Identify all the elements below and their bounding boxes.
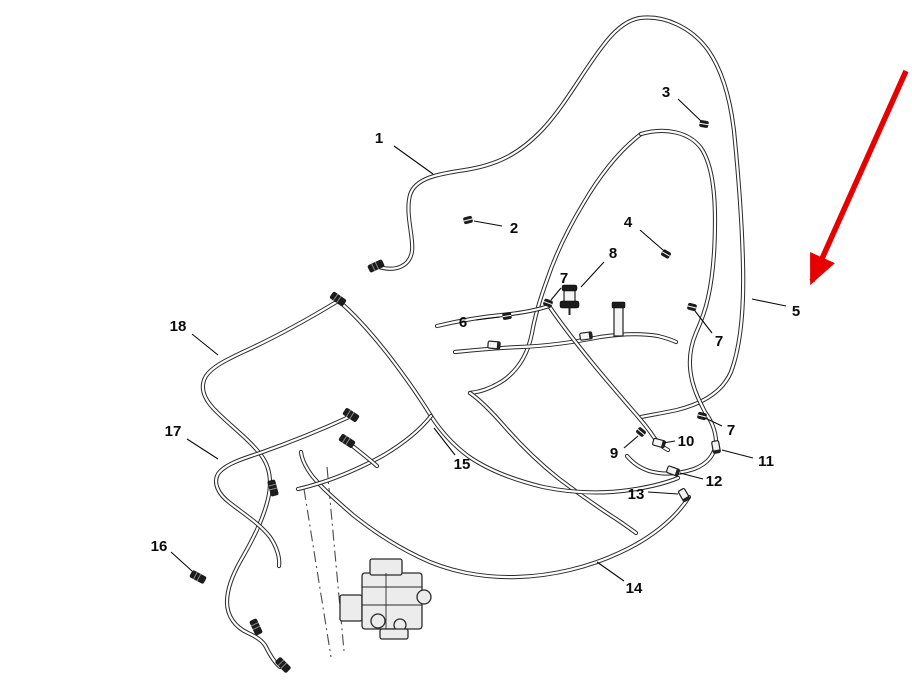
callout-label-14-15: 14 — [626, 580, 643, 597]
fitting-part-11 — [710, 439, 722, 455]
callout-label-6-5: 6 — [459, 314, 467, 331]
tube-inner-loop-left — [470, 134, 641, 393]
valve-part-8 — [559, 284, 580, 315]
pointer-arrow-line — [809, 69, 909, 286]
callout-label-16-17: 16 — [151, 538, 168, 555]
callout-label-4-3: 4 — [624, 214, 633, 231]
tube-7-to-10 — [549, 306, 668, 450]
pointer-arrow — [809, 69, 909, 286]
callout-label-15-16: 15 — [454, 456, 471, 473]
fitting-mid-row-1 — [487, 340, 501, 350]
callout-leader-8-7 — [580, 261, 605, 288]
callout-leader-3-2 — [677, 98, 702, 122]
callout-leader-7-8 — [694, 310, 713, 334]
callout-label-12-13: 12 — [706, 473, 723, 490]
tube-mid-diagonal — [470, 393, 636, 533]
callout-leader-15-16 — [433, 427, 456, 456]
clip-part-2 — [462, 214, 474, 226]
callout-label-7-6: 7 — [560, 270, 568, 287]
callout-label-11-12: 11 — [758, 453, 774, 470]
connector-tube1-end — [366, 258, 386, 274]
t-fitting — [611, 301, 626, 337]
callout-label-2-1: 2 — [510, 220, 518, 237]
callout-leader-2-1 — [473, 220, 503, 227]
callout-leader-11-12 — [721, 449, 754, 459]
tube-cross-left — [298, 416, 431, 489]
callout-leader-14-15 — [596, 561, 625, 582]
callout-leader-7-9 — [704, 417, 723, 427]
clip-part-4 — [659, 248, 673, 260]
callout-label-3-2: 3 — [662, 84, 670, 101]
callout-label-9-10: 9 — [610, 445, 618, 462]
centerline-right — [303, 488, 332, 658]
callout-leader-1-0 — [393, 145, 434, 175]
callout-label-8-7: 8 — [609, 245, 617, 262]
callout-label-18-19: 18 — [170, 318, 187, 335]
callout-label-1-0: 1 — [375, 130, 383, 147]
callout-label-7-9: 7 — [727, 422, 735, 439]
clip-part-7b — [686, 301, 698, 313]
callout-label-5-4: 5 — [792, 303, 800, 320]
tube-15 — [341, 303, 678, 492]
callout-leader-5-4 — [751, 298, 787, 307]
callout-label-17-18: 17 — [165, 423, 182, 440]
centerlines-layer — [303, 466, 345, 658]
pump-assembly — [339, 558, 432, 640]
callout-leader-18-19 — [191, 333, 219, 356]
callout-leader-12-13 — [679, 472, 704, 480]
callout-leader-16-17 — [170, 551, 193, 572]
callout-leader-7-6 — [550, 287, 562, 301]
fitting-mid-row-2 — [578, 331, 594, 341]
callout-label-13-14: 13 — [628, 486, 645, 503]
callout-label-10-11: 10 — [678, 433, 695, 450]
tubes-layer — [203, 18, 743, 667]
callout-label-7-8: 7 — [715, 333, 723, 350]
callout-leader-10-11 — [662, 440, 676, 444]
callout-leader-9-10 — [623, 435, 639, 449]
callout-leader-13-14 — [647, 491, 679, 495]
callout-leader-4-3 — [639, 229, 664, 251]
tube-stub — [350, 444, 377, 466]
callout-leader-17-18 — [186, 438, 219, 460]
connector-part-16 — [188, 569, 208, 585]
callout-leader-6-5 — [475, 316, 501, 321]
fitting-part-13 — [677, 487, 691, 503]
